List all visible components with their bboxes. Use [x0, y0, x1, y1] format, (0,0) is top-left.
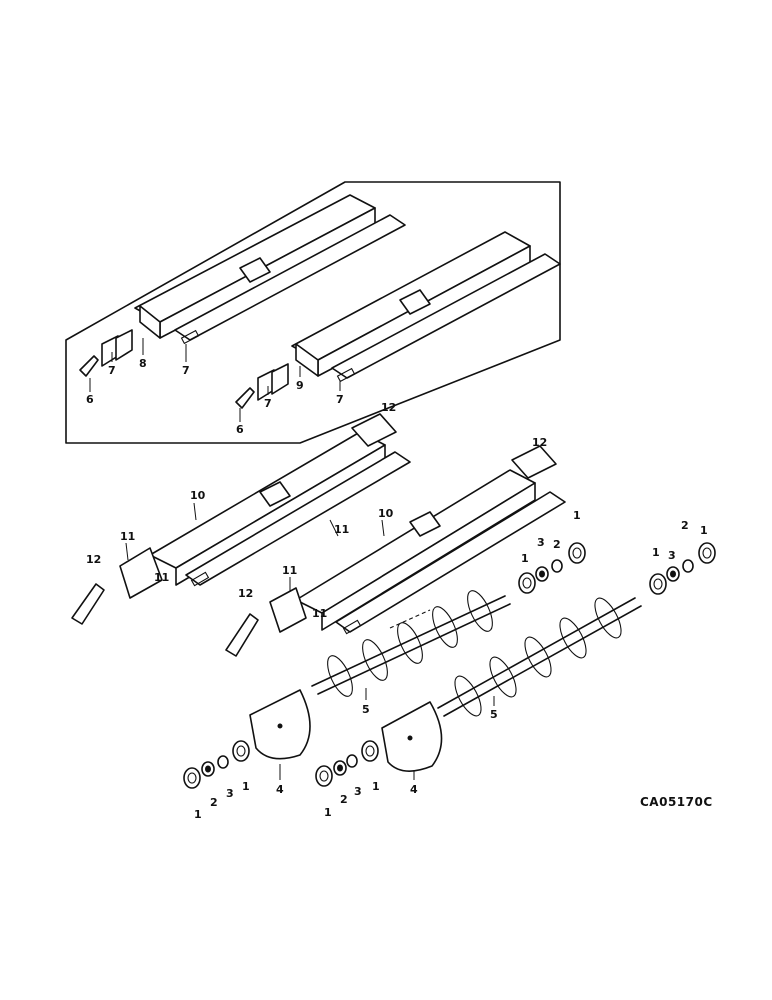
- trough-assembly-left: [71, 413, 411, 625]
- callout-5-a: 5: [362, 703, 370, 716]
- callout-7-inset-d: 7: [336, 393, 344, 406]
- callout-1-ld: 1: [372, 780, 380, 793]
- callout-12-d: 12: [238, 587, 253, 600]
- bearing-set-lower-1: [183, 740, 250, 789]
- callout-1-lc: 1: [324, 806, 332, 819]
- callout-1-la: 1: [194, 808, 202, 821]
- callout-1-uc: 1: [652, 546, 660, 559]
- inset-small-parts: [79, 329, 289, 409]
- leader-lines: [89, 338, 495, 780]
- callout-11-b: 11: [334, 523, 349, 536]
- callout-7-inset-c: 7: [264, 397, 272, 410]
- callout-7-inset-b: 7: [182, 364, 190, 377]
- callout-2-la: 2: [210, 796, 218, 809]
- callout-12-c: 12: [86, 553, 101, 566]
- callout-1-lb: 1: [242, 780, 250, 793]
- callout-7-inset-a: 7: [108, 364, 116, 377]
- auger-left: [311, 590, 511, 697]
- callout-5-b: 5: [490, 708, 498, 721]
- inset-trough-assembly-left: [134, 194, 406, 345]
- callout-3-ua: 3: [537, 536, 545, 549]
- bearing-set-lower-2: [315, 740, 379, 787]
- drawing-code: CA05170C: [640, 795, 713, 809]
- callout-3-lc: 3: [354, 785, 362, 798]
- callout-1-ud: 1: [700, 524, 708, 537]
- callout-6-inset-b: 6: [236, 423, 244, 436]
- callout-8: 8: [139, 357, 147, 370]
- callout-11-d: 11: [282, 564, 297, 577]
- auger-right: [437, 597, 642, 717]
- callout-10-a: 10: [190, 489, 206, 502]
- bearing-set-upper-1: [518, 542, 586, 594]
- callout-12-b: 12: [532, 436, 547, 449]
- callout-1-ua: 1: [521, 552, 529, 565]
- inset-frame: [65, 181, 561, 444]
- callout-3-la: 3: [226, 787, 234, 800]
- callout-6-inset-a: 6: [86, 393, 94, 406]
- callout-2-ua: 2: [553, 538, 561, 551]
- callout-10-b: 10: [378, 507, 394, 520]
- callout-labels: 6 7 8 7 6 7 9 7 12 12 12 12 10 10 11 11 …: [86, 357, 713, 821]
- callout-12-a: 12: [381, 401, 396, 414]
- callout-3-uc: 3: [668, 549, 676, 562]
- callout-4-a: 4: [276, 783, 284, 796]
- trough-assembly-right: [225, 445, 566, 657]
- callout-4-b: 4: [410, 783, 418, 796]
- bearing-set-upper-2: [649, 542, 716, 595]
- callout-9: 9: [296, 379, 304, 392]
- callout-11-a: 11: [120, 530, 135, 543]
- callout-11-c: 11: [154, 571, 169, 584]
- callout-2-lc: 2: [340, 793, 348, 806]
- inset-trough-assembly-right: [291, 231, 561, 383]
- callout-2-uc: 2: [681, 519, 689, 532]
- callout-11-e: 11: [312, 607, 327, 620]
- callout-1-ub: 1: [573, 509, 581, 522]
